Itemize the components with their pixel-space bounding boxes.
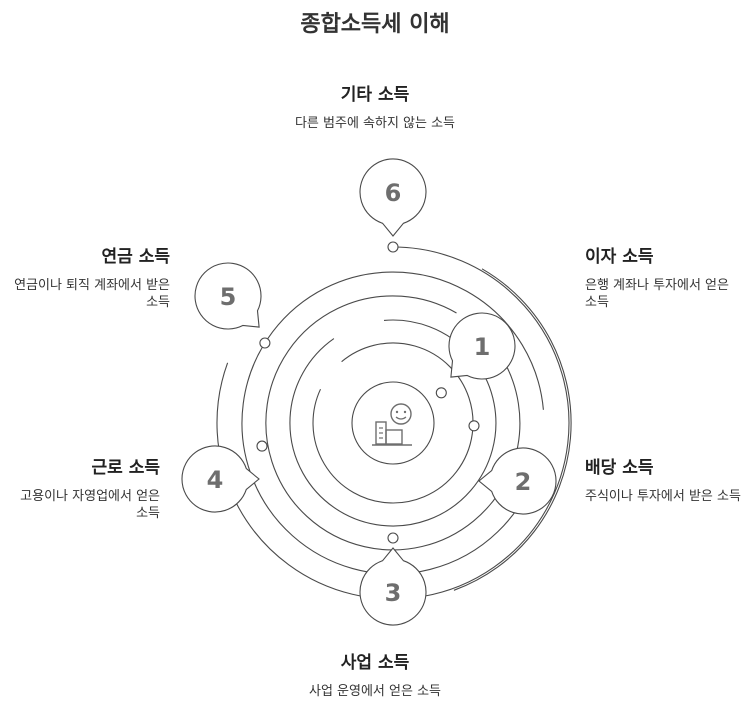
bubble-1: 1 [448, 312, 516, 380]
bubble-number-2: 2 [515, 468, 532, 496]
page-title: 종합소득세 이해 [300, 12, 450, 37]
item-1-desc: 은행 계좌나 투자에서 얻은 소득 [585, 278, 729, 310]
label-item-3: 사업 소득 사업 운영에서 얻은 소득 [225, 648, 525, 700]
item-4-desc: 고용이나 자영업에서 얻은 소득 [20, 489, 160, 521]
bubble-5: 5 [194, 262, 262, 330]
bubble-shape-1 [448, 312, 516, 380]
bubble-3: 3 [359, 547, 427, 626]
label-item-4: 근로 소득 고용이나 자영업에서 얻은 소득 [0, 453, 160, 522]
bubble-2: 2 [478, 447, 557, 515]
orbit-dot-1 [435, 387, 447, 399]
item-3-desc: 사업 운영에서 얻은 소득 [309, 684, 441, 699]
label-item-5: 연금 소득 연금이나 퇴직 계좌에서 받은 소득 [0, 242, 170, 311]
item-5-desc: 연금이나 퇴직 계좌에서 받은 소득 [14, 278, 170, 310]
orbit-dot-6 [387, 241, 399, 253]
label-item-6: 기타 소득 다른 범주에 속하지 않는 소득 [225, 80, 525, 132]
orbit-dot-5 [259, 337, 271, 349]
item-5-title: 연금 소득 [101, 247, 170, 267]
bubble-number-5: 5 [220, 283, 237, 311]
bubble-number-4: 4 [207, 466, 224, 494]
number-bubbles: 1 2 3 4 5 6 [181, 158, 557, 626]
label-item-1: 이자 소득 은행 계좌나 투자에서 얻은 소득 [585, 242, 750, 311]
bubble-number-6: 6 [385, 179, 402, 207]
item-1-title: 이자 소득 [585, 247, 654, 267]
orbit-dot-4 [256, 440, 268, 452]
orbit-rings [216, 246, 572, 600]
bubble-shape-5 [194, 262, 262, 330]
orbit-dot-2 [468, 420, 480, 432]
bubble-shape-2 [478, 447, 557, 515]
bubble-number-1: 1 [474, 333, 491, 361]
item-2-desc: 주식이나 투자에서 받은 소득 [585, 489, 741, 504]
bubble-shape-3 [359, 547, 427, 626]
item-6-desc: 다른 범주에 속하지 않는 소득 [294, 116, 456, 131]
orbit-dot-3 [387, 532, 399, 544]
item-3-title: 사업 소득 [340, 653, 410, 673]
label-item-2: 배당 소득 주식이나 투자에서 받은 소득 [585, 453, 750, 505]
center-icon [351, 381, 435, 465]
item-2-title: 배당 소득 [585, 458, 654, 478]
bubble-shape-4 [181, 445, 260, 513]
bubble-4: 4 [181, 445, 260, 513]
bubble-6: 6 [359, 158, 427, 237]
item-4-title: 근로 소득 [91, 458, 160, 478]
bubble-number-3: 3 [385, 579, 402, 607]
orbit-ring-6 [216, 246, 570, 600]
bubble-shape-6 [359, 158, 427, 237]
item-6-title: 기타 소득 [340, 85, 410, 105]
orbit-ring-5 [241, 271, 544, 575]
orbit-ring-7 [453, 268, 572, 591]
orbit-ring-2 [312, 342, 474, 504]
orbit-dots [256, 241, 480, 544]
